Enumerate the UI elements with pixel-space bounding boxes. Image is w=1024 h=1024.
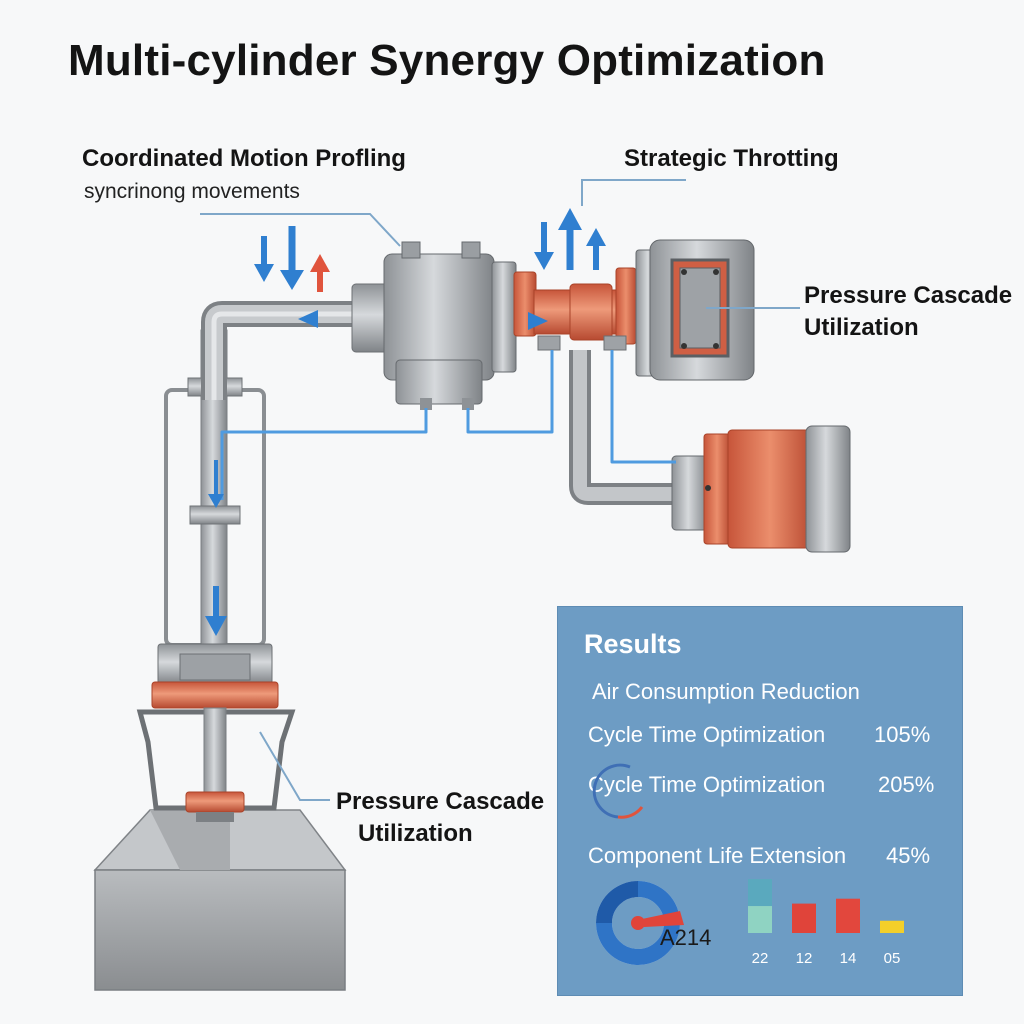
gauge-needle-dot (631, 916, 645, 930)
right-cylinder (635, 239, 755, 381)
cycle-ring-accent (617, 806, 644, 819)
callout-cascade-bottom-line2: Utilization (358, 820, 473, 847)
bar-label: 05 (884, 950, 901, 967)
result-row-value: 45% (886, 843, 931, 868)
copper-manifold (513, 267, 637, 351)
base-block (93, 809, 347, 991)
result-row-label: Air Consumption Reduction (592, 679, 860, 704)
bar (880, 920, 904, 933)
lower-right-cylinder (569, 350, 851, 553)
results-panel: Results Air Consumption Reduction Cycle … (557, 606, 963, 996)
bar (836, 898, 860, 933)
callout-motion-subtitle: syncrinong movements (84, 180, 300, 203)
signal-arrows-top (534, 208, 606, 270)
cycle-ring-icon (592, 763, 631, 819)
bar-segment (748, 879, 772, 907)
main-pipe (201, 301, 360, 400)
result-row-label: Component Life Extension (588, 843, 847, 868)
results-heading: Results (584, 629, 682, 659)
callout-throttling: Strategic Throtting (624, 145, 839, 172)
result-row-label: Cycle Time Optimization (588, 722, 826, 747)
result-row-value: 205% (878, 772, 935, 797)
result-row-label: Cycle Time Optimization (588, 772, 826, 797)
bar-label: 12 (796, 950, 813, 967)
donut-gauge (596, 881, 684, 965)
leader-lines (200, 179, 800, 801)
results-bar-chart: 22 12 14 05 (748, 879, 904, 967)
bar-label: 22 (752, 950, 769, 967)
signal-arrows-left (254, 226, 330, 292)
callout-cascade-right-line1: Pressure Cascade (804, 282, 1013, 309)
gauge-label: A214 (660, 925, 711, 950)
page-title: Multi-cylinder Synergy Optimization (68, 36, 826, 85)
callout-cascade-bottom-line1: Pressure Cascade (336, 788, 545, 815)
air-lines (220, 350, 676, 500)
callout-cascade-right-line2: Utilization (804, 314, 919, 341)
gauge-needle (642, 911, 684, 927)
results-graphics: A214 22 12 14 05 (592, 763, 904, 967)
bar (792, 903, 816, 933)
flow-arrows (205, 310, 548, 636)
result-row-value: 105% (874, 722, 931, 747)
bar-segment (748, 906, 772, 933)
callout-motion-title: Coordinated Motion Profling (82, 145, 406, 172)
bar-label: 14 (840, 950, 857, 967)
valve-block (351, 241, 517, 410)
